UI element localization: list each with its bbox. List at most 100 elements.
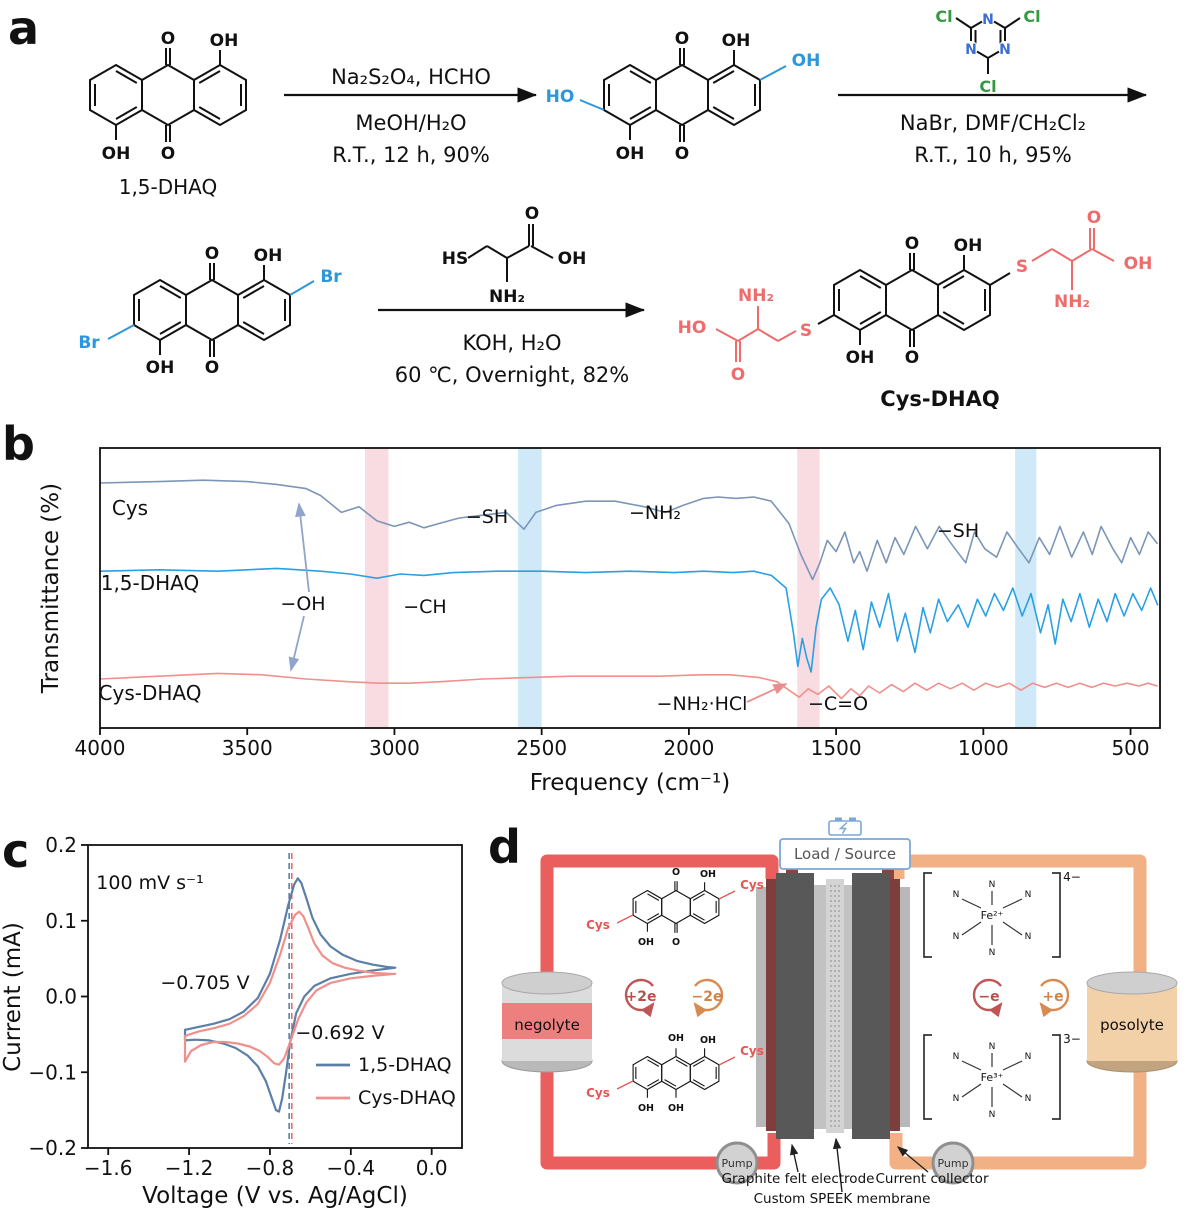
molecule-cysdhaq-reduced	[632, 1047, 720, 1099]
compound-name-cysdhaq: Cys-DHAQ	[880, 387, 999, 411]
highlight-band	[518, 448, 542, 728]
pump-right	[931, 1141, 975, 1185]
membrane-caption-arrow	[832, 1137, 843, 1193]
diagram-label: N	[1025, 890, 1032, 900]
annotation-arrow	[746, 683, 788, 703]
x-tick-label: −1.2	[165, 1156, 214, 1180]
diagram-label: Custom SPEEK membrane	[754, 1191, 931, 1207]
cv-x-axis-title: Voltage (V vs. Ag/AgCl)	[142, 1183, 408, 1209]
atom-label: OH	[722, 31, 751, 51]
atom-label: S	[800, 321, 812, 341]
cv-peak-potential-lines	[288, 853, 293, 1144]
diagram-label: negolyte	[514, 1016, 580, 1034]
ftir-highlight-bands	[365, 448, 1037, 728]
graphite-felt-electrode-left	[776, 873, 814, 1139]
annotation: 100 mV s⁻¹	[96, 872, 203, 894]
gasket-left	[814, 885, 826, 1129]
atom-label: O	[675, 144, 689, 164]
series-Cys-DHAQ	[183, 910, 397, 1066]
step3-reagents: KOH, H₂O	[462, 331, 561, 355]
highlight-band	[797, 448, 820, 728]
diagram-label: O	[672, 937, 680, 948]
pump-left	[715, 1141, 759, 1185]
current-collector-right	[890, 879, 900, 1131]
diagram-label: Pump	[937, 1157, 968, 1170]
electron-arrow-minus2e	[693, 978, 724, 1018]
product-arms	[715, 228, 1115, 362]
diagram-label: Cys	[586, 1086, 610, 1100]
negolyte-pipe-top	[540, 854, 779, 1050]
ftir-annotations: Cys1,5-DHAQCys-DHAQ−OH−SH−NH₂−CH−SH−NH₂·…	[99, 496, 980, 715]
diagram-label: N	[989, 948, 996, 958]
n-vertex	[998, 41, 1012, 55]
ftir-x-axis-title: Frequency (cm⁻¹)	[530, 770, 731, 796]
annotation: 1,5-DHAQ	[101, 571, 200, 595]
diagram-label: N	[989, 880, 996, 890]
diagram-label: OH	[638, 937, 654, 948]
atom-label: Cl	[1023, 7, 1040, 26]
cell-stack	[756, 873, 910, 1139]
atom-label: O	[905, 348, 919, 368]
atom-label: Br	[320, 267, 342, 287]
structure-cysteine	[467, 224, 554, 282]
atom-label: N	[982, 12, 994, 28]
diagram-label: Cys	[586, 918, 610, 932]
collector-caption-arrow	[896, 1146, 929, 1173]
atom-label: N	[965, 42, 977, 58]
electron-arrow-pluse	[1039, 978, 1070, 1018]
atom-label: O	[205, 358, 219, 378]
y-tick-label: 0.2	[45, 833, 77, 857]
panel-a-synthesis-scheme: a	[8, 1, 1152, 411]
structure-cyanuric-chloride	[955, 11, 1021, 74]
diagram-label: OH	[700, 1035, 716, 1046]
step1-conditions: R.T., 12 h, 90%	[332, 143, 490, 167]
atom-label: OH	[146, 358, 175, 378]
annotation: −NH₂	[629, 502, 681, 524]
cv-curves	[183, 877, 397, 1113]
highlight-band	[365, 448, 389, 728]
series-Cys	[99, 479, 1158, 581]
diagram-label: Pump	[721, 1157, 752, 1170]
annotation: −OH	[280, 593, 325, 615]
diagram-label: 3−	[1063, 1032, 1081, 1046]
n-vertex	[981, 11, 995, 25]
ferricyanide-complex	[923, 1034, 1061, 1120]
ftir-plot-frame	[99, 447, 1161, 729]
y-tick-label: 0.0	[45, 985, 77, 1009]
diagram-label: N	[1025, 932, 1032, 942]
atom-label: OH	[558, 249, 587, 269]
structure-cys-dhaq	[833, 252, 991, 348]
diagram-label: Load / Source	[794, 845, 896, 863]
x-tick-label: −0.8	[246, 1156, 295, 1180]
electron-arrow-plus2e	[624, 978, 655, 1018]
diagram-label: N	[953, 1094, 960, 1104]
atom-label: O	[731, 365, 745, 385]
atom-label: OH	[954, 236, 983, 256]
structure-15dhaq	[89, 47, 247, 143]
cys-substituent-bonds	[616, 890, 736, 1090]
atom-label: O	[205, 244, 219, 264]
atom-label: O	[525, 204, 539, 224]
posolyte-pipe-bottom	[889, 1047, 1147, 1170]
atom-label: O	[161, 144, 175, 164]
diagram-label: −2e	[692, 989, 723, 1005]
atom-label: S	[1016, 257, 1028, 277]
diol-arms	[579, 65, 787, 111]
annotation: −NH₂·HCl	[657, 693, 748, 715]
atom-label: HO	[546, 87, 575, 107]
annotation: −C=O	[808, 693, 868, 715]
diagram-label: Current collector	[875, 1171, 988, 1187]
highlight-band	[1015, 448, 1037, 728]
panel-a-letter: a	[8, 1, 39, 55]
atom-label: N	[999, 42, 1011, 58]
step3-conditions: 60 ℃, Overnight, 82%	[395, 363, 630, 387]
diagram-label: OH	[668, 1103, 684, 1114]
battery-icon	[828, 817, 862, 836]
